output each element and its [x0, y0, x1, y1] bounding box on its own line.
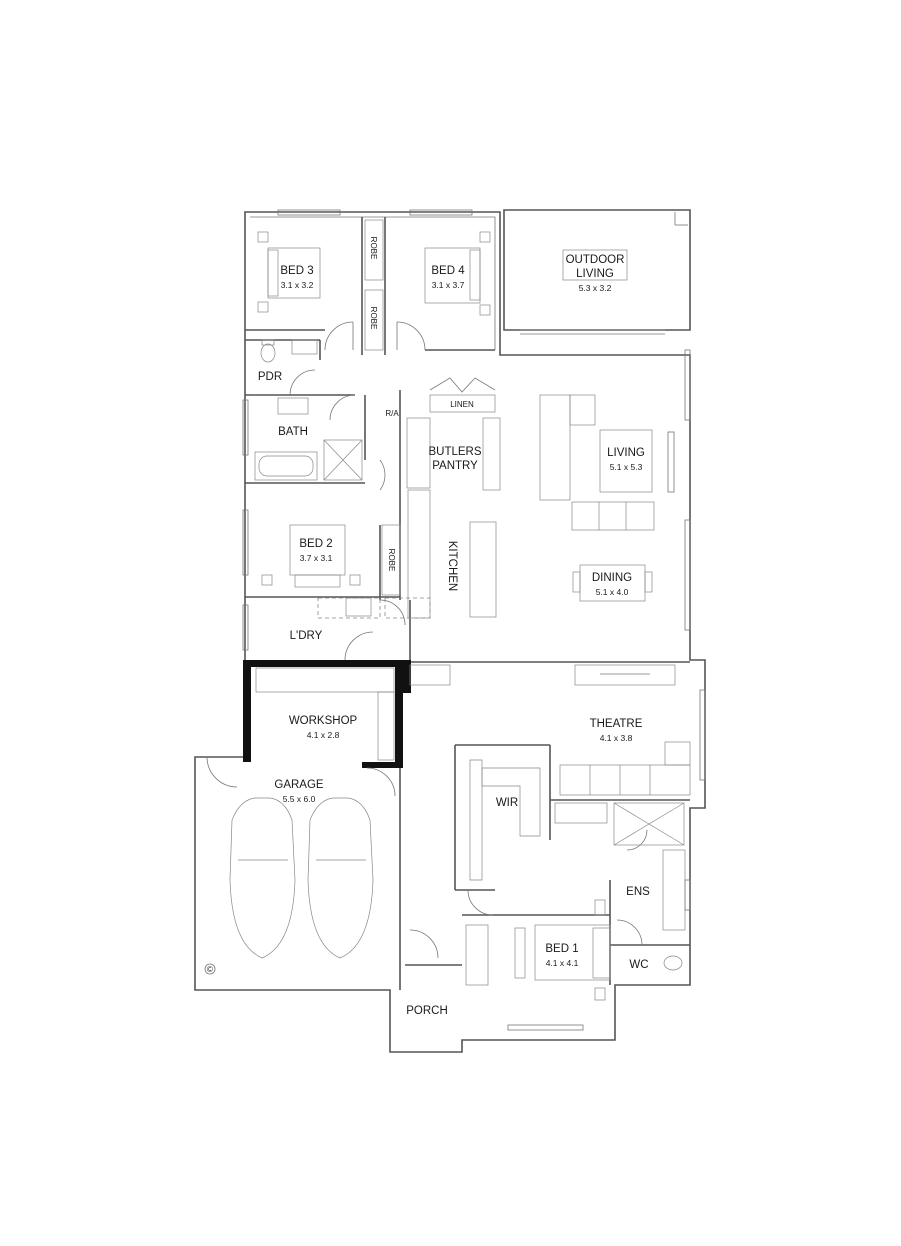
- label-bed4: BED 4: [431, 265, 465, 277]
- robe-label-c: ROBE: [387, 549, 396, 572]
- room-labels: BED 3 3.1 x 3.2 BED 4 3.1 x 3.7 OUTDOOR …: [204, 249, 650, 1017]
- furniture: [229, 231, 691, 1001]
- doors: [206, 321, 648, 959]
- robe-label-b: ROBE: [369, 307, 378, 330]
- dims-bed3: 3.1 x 3.2: [281, 280, 314, 290]
- label-pdr: PDR: [258, 371, 282, 383]
- label-kitchen: KITCHEN: [446, 541, 458, 591]
- dims-bed4: 3.1 x 3.7: [432, 280, 465, 290]
- label-butlers-1: BUTLERS: [428, 446, 481, 458]
- label-outdoor-1: OUTDOOR: [566, 254, 625, 266]
- dims-workshop: 4.1 x 2.8: [307, 730, 340, 740]
- workshop-walls: [243, 660, 411, 768]
- robe-label-a: ROBE: [369, 237, 378, 260]
- dims-dining: 5.1 x 4.0: [596, 587, 629, 597]
- label-ra: R/A: [385, 409, 399, 418]
- dims-living: 5.1 x 5.3: [610, 462, 643, 472]
- label-outdoor-2: LIVING: [576, 268, 614, 280]
- label-bath: BATH: [278, 426, 308, 438]
- label-garage: GARAGE: [274, 779, 324, 791]
- interior-walls: [244, 217, 690, 990]
- robes: ROBE ROBE ROBE: [364, 219, 401, 596]
- label-porch: PORCH: [406, 1005, 448, 1017]
- dims-theatre: 4.1 x 3.8: [600, 733, 633, 743]
- label-ens: ENS: [626, 886, 650, 898]
- label-bed3: BED 3: [280, 265, 313, 277]
- windows: [242, 209, 706, 1031]
- dims-outdoor: 5.3 x 3.2: [579, 283, 612, 293]
- label-dining: DINING: [592, 572, 632, 584]
- copyright-mark: ©: [207, 965, 213, 974]
- dims-garage: 5.5 x 6.0: [283, 794, 316, 804]
- label-bed1: BED 1: [545, 943, 578, 955]
- label-wc: WC: [629, 959, 648, 971]
- label-bed2: BED 2: [299, 538, 332, 550]
- dims-bed2: 3.7 x 3.1: [300, 553, 333, 563]
- label-theatre: THEATRE: [590, 718, 643, 730]
- exterior-walls: [194, 209, 706, 1053]
- label-ldry: L'DRY: [290, 630, 323, 642]
- label-linen: LINEN: [450, 400, 474, 409]
- label-living: LIVING: [607, 447, 645, 459]
- dims-bed1: 4.1 x 4.1: [546, 958, 579, 968]
- label-butlers-2: PANTRY: [432, 460, 478, 472]
- label-wir: WIR: [496, 797, 518, 809]
- label-workshop: WORKSHOP: [289, 715, 358, 727]
